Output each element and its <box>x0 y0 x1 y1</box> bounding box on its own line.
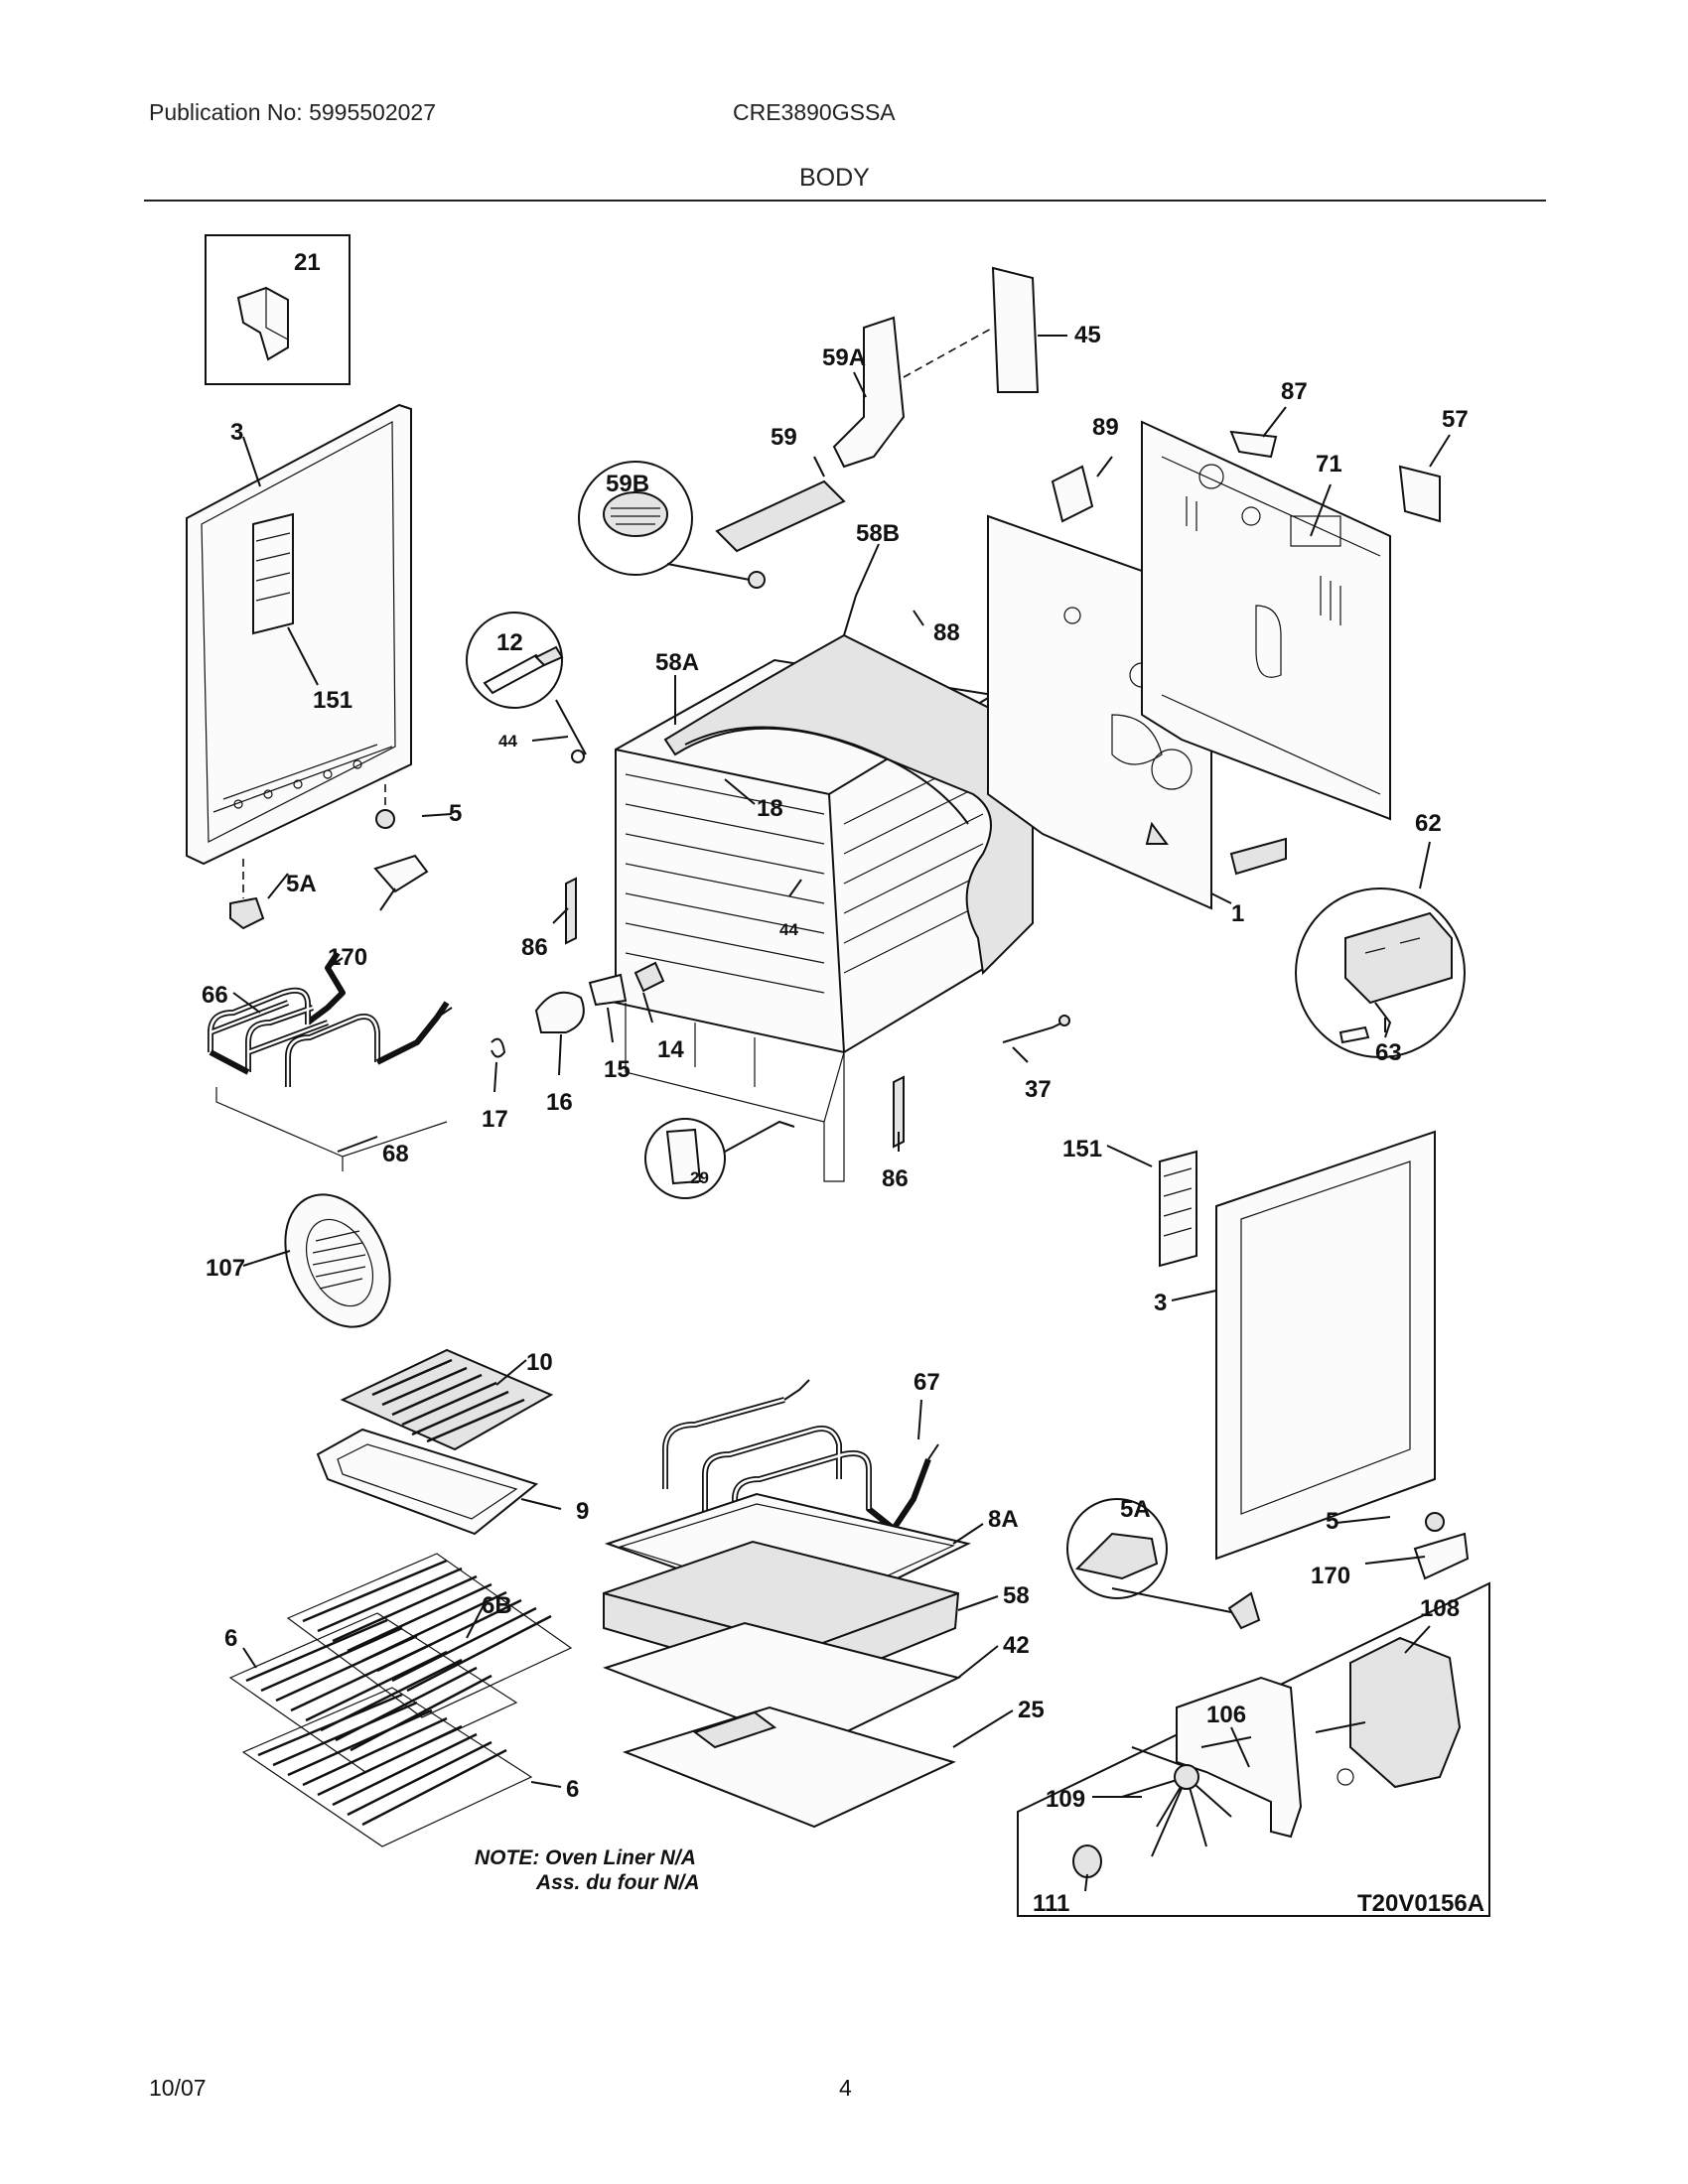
callout-88: 88 <box>933 619 960 646</box>
oven-racks <box>228 1553 573 1847</box>
leader-lines <box>232 335 1451 1892</box>
callout-12: 12 <box>496 629 523 656</box>
section-title: BODY <box>799 164 870 192</box>
wire-37 <box>1002 1015 1070 1043</box>
callout-58B: 58B <box>856 520 900 547</box>
callout-21: 21 <box>294 249 321 276</box>
fan-cover-107 <box>284 1193 391 1328</box>
callout-44-left: 44 <box>498 732 517 751</box>
callout-68: 68 <box>382 1141 409 1167</box>
reference-code: T20V0156A <box>1357 1890 1484 1917</box>
callout-18: 18 <box>757 795 783 822</box>
sensor-12-inset <box>466 612 587 763</box>
callout-25: 25 <box>1018 1697 1045 1723</box>
right-side-panel <box>1159 1130 1436 1561</box>
callout-5A-right: 5A <box>1120 1496 1151 1523</box>
callout-59B: 59B <box>606 471 649 497</box>
callout-3-left: 3 <box>230 419 243 446</box>
callout-87: 87 <box>1281 378 1308 405</box>
model-number: CRE3890GSSA <box>733 99 896 125</box>
callout-3-right: 3 <box>1154 1290 1167 1316</box>
callout-67: 67 <box>914 1369 940 1396</box>
header-divider <box>144 200 1546 202</box>
callout-58: 58 <box>1003 1582 1030 1609</box>
footer-page-number: 4 <box>839 2075 852 2101</box>
part-21-inset <box>205 234 351 385</box>
callout-170-right: 170 <box>1311 1563 1350 1589</box>
right-leveling-hardware <box>1066 1498 1470 1630</box>
hinge-receptacles-86 <box>565 877 905 1149</box>
callout-109: 109 <box>1046 1786 1085 1813</box>
callout-8A: 8A <box>988 1506 1019 1533</box>
callout-66: 66 <box>202 982 228 1009</box>
callout-5A-left: 5A <box>286 871 317 897</box>
terminal-block-62-inset <box>1229 837 1466 1058</box>
callout-59A: 59A <box>822 344 866 371</box>
rear-panel-71 <box>1141 420 1391 821</box>
bottom-panel-25 <box>622 1706 956 1829</box>
callout-6-upper: 6 <box>224 1625 237 1652</box>
footer-date: 10/07 <box>149 2075 207 2101</box>
callout-86-left: 86 <box>521 934 548 961</box>
callout-16: 16 <box>546 1089 573 1116</box>
broil-element-66 <box>208 951 453 1171</box>
publication-number: Publication No: 5995502027 <box>149 99 437 125</box>
callout-29: 29 <box>690 1168 709 1187</box>
callout-89: 89 <box>1092 414 1119 441</box>
callout-63: 63 <box>1375 1039 1402 1066</box>
callout-57: 57 <box>1442 406 1469 433</box>
oven-lamp <box>491 961 665 1058</box>
left-side-panel <box>186 403 412 866</box>
note-line-1: NOTE: Oven Liner N/A <box>475 1846 696 1869</box>
callout-111: 111 <box>1033 1890 1069 1917</box>
callout-106: 106 <box>1206 1702 1246 1728</box>
callout-58A: 58A <box>655 649 699 676</box>
callout-44-center: 44 <box>779 920 798 939</box>
vent-ducts <box>578 266 1040 589</box>
callout-86-right: 86 <box>882 1165 909 1192</box>
convection-fan-box <box>1017 1581 1490 1917</box>
callout-6-lower: 6 <box>566 1776 579 1803</box>
callout-37: 37 <box>1025 1076 1052 1103</box>
callout-107: 107 <box>206 1255 245 1282</box>
callout-108: 108 <box>1420 1595 1460 1622</box>
broil-pan-10-9 <box>316 1348 554 1536</box>
callout-5-left: 5 <box>449 800 462 827</box>
left-leveling-hardware <box>229 784 429 930</box>
door-switch-29-inset <box>644 1118 795 1199</box>
callout-9: 9 <box>576 1498 589 1525</box>
callout-151-right: 151 <box>1062 1136 1102 1162</box>
note-line-2: Ass. du four N/A <box>535 1871 700 1894</box>
callout-14: 14 <box>657 1036 684 1063</box>
brackets-89-87-57 <box>1051 430 1441 523</box>
insulation-58B <box>663 633 1034 976</box>
callout-151-left: 151 <box>313 687 352 714</box>
callout-42: 42 <box>1003 1632 1030 1659</box>
callout-6B: 6B <box>482 1592 512 1619</box>
callout-62: 62 <box>1415 810 1442 837</box>
callout-15: 15 <box>604 1056 631 1083</box>
bake-element-67 <box>662 1379 939 1534</box>
callout-17: 17 <box>482 1106 508 1133</box>
callout-59: 59 <box>771 424 797 451</box>
callout-1: 1 <box>1231 900 1244 927</box>
callout-71: 71 <box>1316 451 1342 478</box>
callout-170-left: 170 <box>328 944 367 971</box>
callout-45: 45 <box>1074 322 1101 348</box>
callout-5-right: 5 <box>1326 1508 1338 1535</box>
callout-10: 10 <box>526 1349 553 1376</box>
